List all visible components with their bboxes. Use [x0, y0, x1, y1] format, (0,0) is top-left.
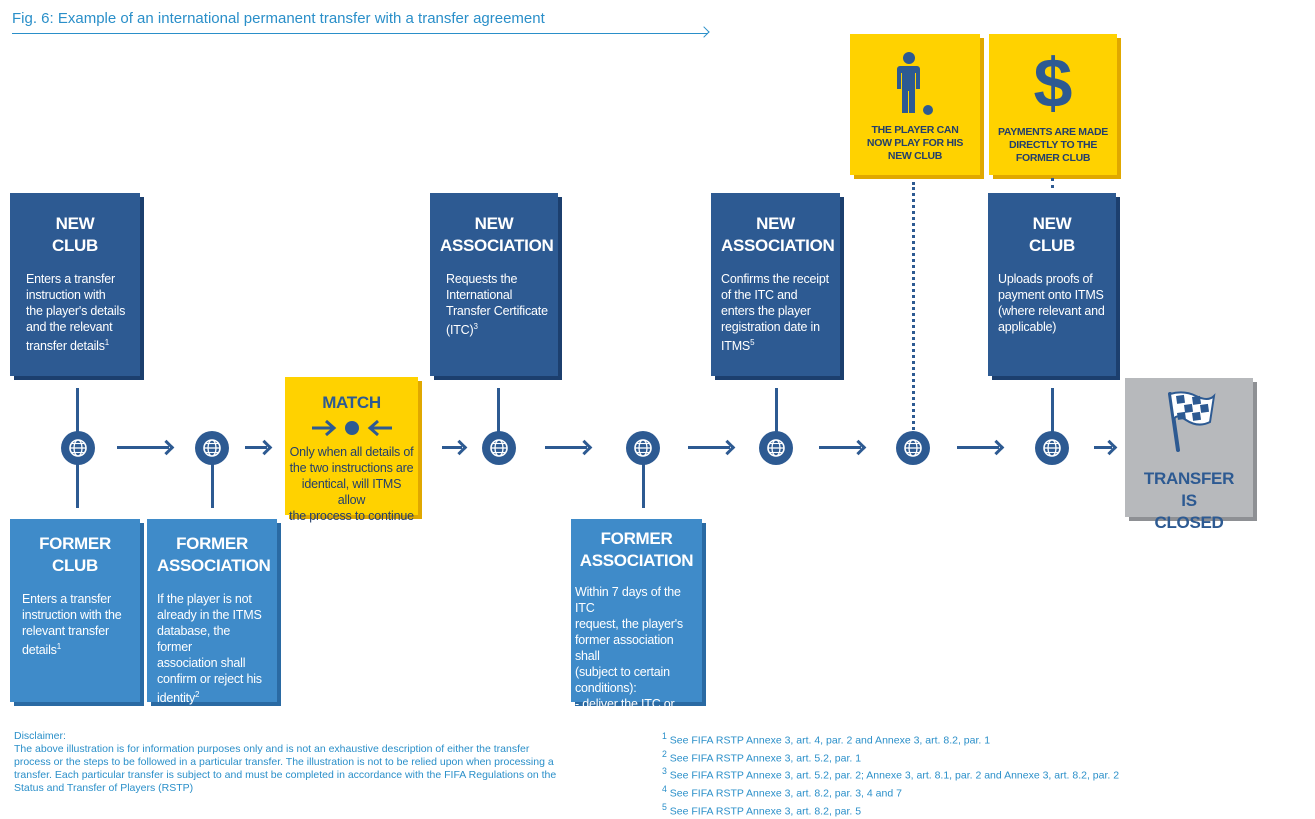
disclaimer-label: Disclaimer:	[14, 730, 66, 742]
globe-icon	[1043, 439, 1061, 457]
former-association-box: FORMER ASSOCIATION If the player is not …	[147, 519, 277, 705]
player-can-play-box: THE PLAYER CAN NOW PLAY FOR HIS NEW CLUB	[850, 34, 980, 175]
globe-icon	[904, 439, 922, 457]
payments-box: $ PAYMENTS ARE MADE DIRECTLY TO THE FORM…	[989, 34, 1117, 175]
box-text: Within 7 days of the ITC request, the pl…	[575, 585, 683, 747]
footnote-ref: 1	[56, 642, 61, 651]
player-icon	[897, 52, 933, 115]
globe-icon	[203, 439, 221, 457]
itms-node	[195, 431, 229, 465]
title-arrow-icon	[698, 26, 710, 38]
player-can-play-text: THE PLAYER CAN NOW PLAY FOR HIS NEW CLUB	[866, 124, 964, 162]
flow-arrow	[819, 439, 867, 456]
match-box: MATCH Only when all details of the two i…	[285, 377, 418, 523]
globe-icon	[767, 439, 785, 457]
box-heading: FORMER ASSOCIATION	[579, 529, 694, 570]
box-text: Requests the International Transfer Cert…	[446, 272, 548, 338]
itms-node	[61, 431, 95, 465]
transfer-closed-heading: TRANSFER IS CLOSED	[1143, 469, 1235, 532]
connector-line	[211, 464, 214, 508]
footnote: 1 See FIFA RSTP Annexe 3, art. 4, par. 2…	[662, 731, 991, 747]
box-text: Enters a transfer instruction with the p…	[26, 272, 126, 354]
footnotes: 1 See FIFA RSTP Annexe 3, art. 4, par. 2…	[662, 730, 1222, 819]
flow-arrow	[117, 439, 175, 456]
box-heading: NEW ASSOCIATION	[721, 214, 835, 255]
footnote: 2 See FIFA RSTP Annexe 3, art. 5.2, par.…	[662, 748, 862, 765]
footnote: 5 See FIFA RSTP Annexe 3, art. 8.2, par.…	[662, 801, 862, 818]
itms-node	[759, 431, 793, 465]
itms-node	[626, 431, 660, 465]
flow-arrow	[442, 439, 468, 456]
dotted-connector	[1051, 178, 1054, 188]
box-heading: NEW CLUB	[1028, 214, 1075, 255]
box-text: Only when all details of the two instruc…	[289, 445, 414, 523]
dollar-icon: $	[1033, 44, 1073, 122]
footnote-ref: 3	[473, 322, 478, 331]
flow-arrow	[688, 439, 736, 456]
match-arrows-icon	[311, 419, 392, 437]
box-heading: NEW CLUB	[51, 214, 98, 255]
former-club-box: FORMER CLUB Enters a transfer instructio…	[10, 519, 140, 702]
connector-line	[775, 388, 778, 433]
connector-line	[1051, 388, 1054, 433]
itms-node	[1035, 431, 1069, 465]
box-text: Uploads proofs of payment onto ITMS (whe…	[998, 272, 1105, 334]
footnote-ref: 1	[104, 338, 110, 347]
flow-arrow	[1094, 439, 1118, 456]
checkered-flag-icon	[1168, 391, 1216, 452]
flow-arrow	[957, 439, 1005, 456]
disclaimer: Disclaimer: The above illustration is fo…	[14, 730, 614, 795]
itms-node	[482, 431, 516, 465]
globe-icon	[69, 439, 87, 457]
flow-arrow	[245, 439, 273, 456]
dotted-connector	[912, 182, 915, 430]
match-heading: MATCH	[322, 393, 381, 412]
footnote: 4 See FIFA RSTP Annexe 3, art. 8.2, par.…	[662, 784, 902, 800]
box-text: Confirms the receipt of the ITC and ente…	[721, 272, 829, 354]
payments-text: PAYMENTS ARE MADE DIRECTLY TO THE FORMER…	[997, 126, 1109, 164]
connector-line	[76, 464, 79, 508]
footnote: 3 See FIFA RSTP Annexe 3, art. 5.2, par.…	[662, 766, 1120, 782]
box-heading: FORMER CLUB	[39, 534, 111, 575]
itms-node	[896, 431, 930, 465]
former-association-itc-box: FORMER ASSOCIATION Within 7 days of the …	[571, 519, 702, 746]
connector-line	[76, 388, 79, 433]
new-association-box: NEW ASSOCIATION Requests the Internation…	[430, 193, 558, 376]
box-text: Enters a transfer instruction with the r…	[22, 592, 122, 658]
transfer-closed-box: TRANSFER IS CLOSED	[1125, 378, 1253, 532]
connector-line	[497, 388, 500, 433]
figure-title: Fig. 6: Example of an international perm…	[12, 10, 545, 27]
globe-icon	[490, 439, 508, 457]
new-club-box: NEW CLUB Enters a transfer instruction w…	[10, 193, 140, 376]
footnote-ref: 2	[195, 690, 200, 699]
footnote-ref: 5	[750, 338, 755, 347]
connector-line	[642, 464, 645, 508]
title-rule	[12, 33, 708, 34]
footnote-ref: 4	[615, 731, 620, 740]
new-association-confirm-box: NEW ASSOCIATION Confirms the receipt of …	[711, 193, 840, 376]
box-heading: FORMER ASSOCIATION	[157, 534, 271, 575]
new-club-payment-box: NEW CLUB Uploads proofs of payment onto …	[988, 193, 1116, 376]
box-heading: NEW ASSOCIATION	[440, 214, 554, 255]
box-text: If the player is not already in the ITMS…	[157, 592, 262, 706]
flow-arrow	[545, 439, 593, 456]
globe-icon	[634, 439, 652, 457]
